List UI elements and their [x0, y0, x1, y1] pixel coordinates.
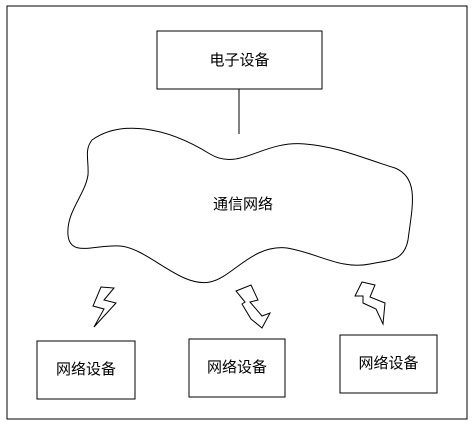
electronic-device-node: 电子设备	[156, 30, 323, 90]
communication-network-node: 通信网络	[67, 127, 413, 284]
electronic-device-label: 电子设备	[209, 51, 269, 69]
network-device-node-3: 网络设备	[339, 334, 438, 394]
network-device-label: 网络设备	[358, 354, 418, 372]
outer-frame	[6, 5, 468, 420]
wireless-link-icon-middle	[235, 284, 272, 329]
network-device-box	[188, 338, 286, 398]
wireless-link-icon-right	[354, 281, 386, 326]
network-device-box	[36, 340, 136, 400]
network-device-node-2: 网络设备	[188, 338, 286, 398]
network-device-node-1: 网络设备	[36, 340, 136, 400]
network-device-label: 网络设备	[56, 360, 116, 378]
wireless-link-icon-left	[92, 286, 117, 328]
network-device-label: 网络设备	[207, 358, 267, 376]
network-cloud-shape	[67, 127, 413, 284]
network-cloud-label: 通信网络	[213, 195, 273, 213]
network-device-box	[339, 334, 438, 394]
